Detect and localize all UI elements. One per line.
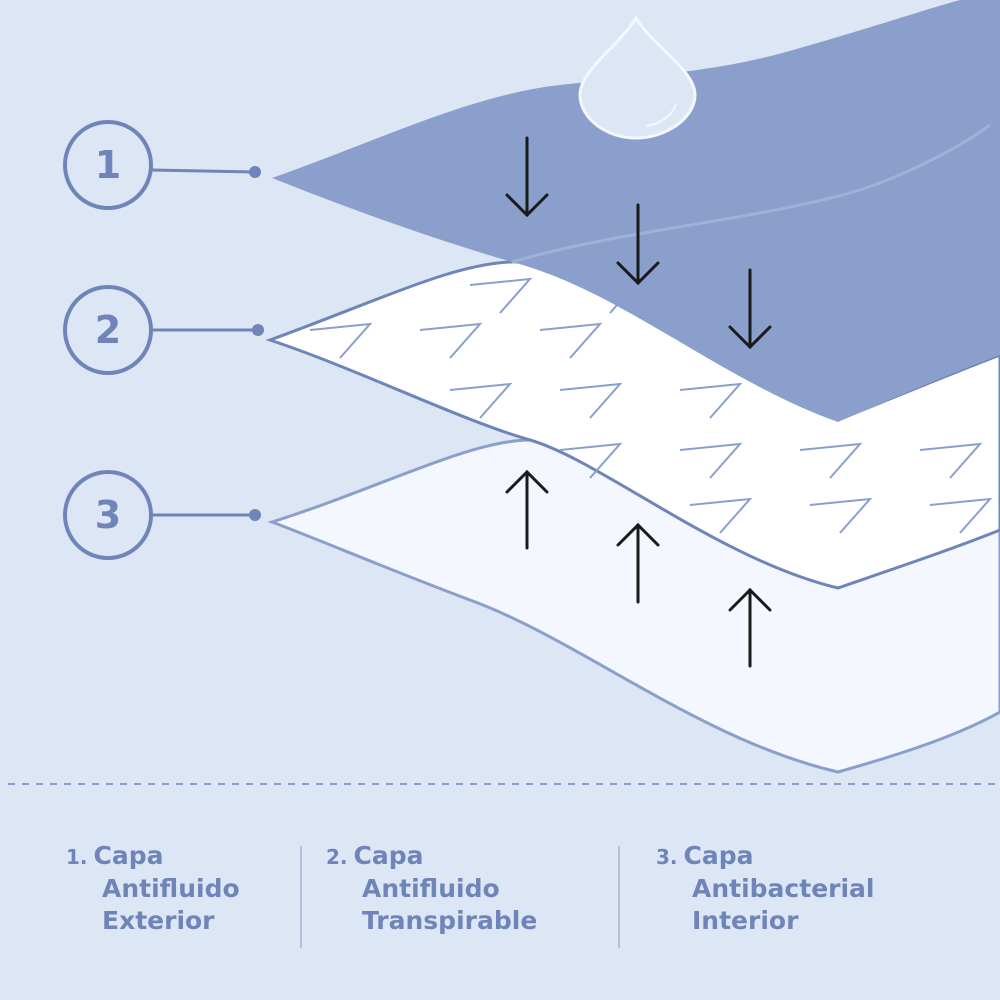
arrows-up <box>505 469 772 668</box>
arrow-down-icon <box>505 136 549 218</box>
legend-line: Capa <box>353 841 424 870</box>
legend-line: Capa <box>93 841 164 870</box>
texture-mark <box>809 497 873 534</box>
texture-mark <box>559 382 623 419</box>
texture-mark <box>679 442 743 479</box>
texture-mark <box>419 322 483 359</box>
texture-mark <box>799 442 863 479</box>
arrow-down-icon <box>728 268 772 350</box>
legend-line: Antibacterial <box>692 874 875 903</box>
legend-divider <box>618 846 620 948</box>
legend-line: Antifluido <box>362 874 500 903</box>
texture-mark <box>539 322 603 359</box>
legend-item-2: 2.Capa Antifluido Transpirable <box>326 840 537 937</box>
badge-3-label: 3 <box>95 493 121 537</box>
arrow-up-icon <box>616 522 660 604</box>
texture-mark <box>919 442 983 479</box>
texture-mark <box>559 442 623 479</box>
legend-item-3: 3.Capa Antibacterial Interior <box>656 840 875 937</box>
badge-3: 3 <box>63 470 261 560</box>
legend-number: 3. <box>656 845 678 869</box>
legend-number: 2. <box>326 845 348 869</box>
arrow-up-icon <box>728 587 772 668</box>
arrow-down-icon <box>616 203 660 286</box>
legend-line: Exterior <box>102 906 215 935</box>
arrow-up-icon <box>505 469 549 550</box>
legend: 1.Capa Antifluido Exterior 2.Capa Antifl… <box>0 840 1000 960</box>
texture-mark <box>689 497 753 534</box>
texture-mark <box>469 277 533 314</box>
arrows-down <box>505 136 772 350</box>
texture-mark <box>449 382 513 419</box>
layer-1-fold-line <box>511 123 991 264</box>
badge-1-label: 1 <box>95 143 121 187</box>
texture-mark <box>309 322 373 359</box>
legend-line: Antifluido <box>102 874 240 903</box>
legend-number: 1. <box>66 845 88 869</box>
texture-mark <box>679 382 743 419</box>
water-drop-icon <box>578 15 697 140</box>
badge-2: 2 <box>63 285 264 375</box>
legend-divider <box>300 846 302 948</box>
legend-line: Transpirable <box>362 906 538 935</box>
legend-item-1: 1.Capa Antifluido Exterior <box>66 840 240 937</box>
texture-mark <box>929 497 993 534</box>
legend-line: Capa <box>683 841 754 870</box>
legend-line: Interior <box>692 906 799 935</box>
badge-1: 1 <box>63 120 261 210</box>
badge-2-label: 2 <box>95 308 121 352</box>
layer-2-middle <box>265 260 1000 590</box>
layer-1-outer <box>272 0 1000 422</box>
